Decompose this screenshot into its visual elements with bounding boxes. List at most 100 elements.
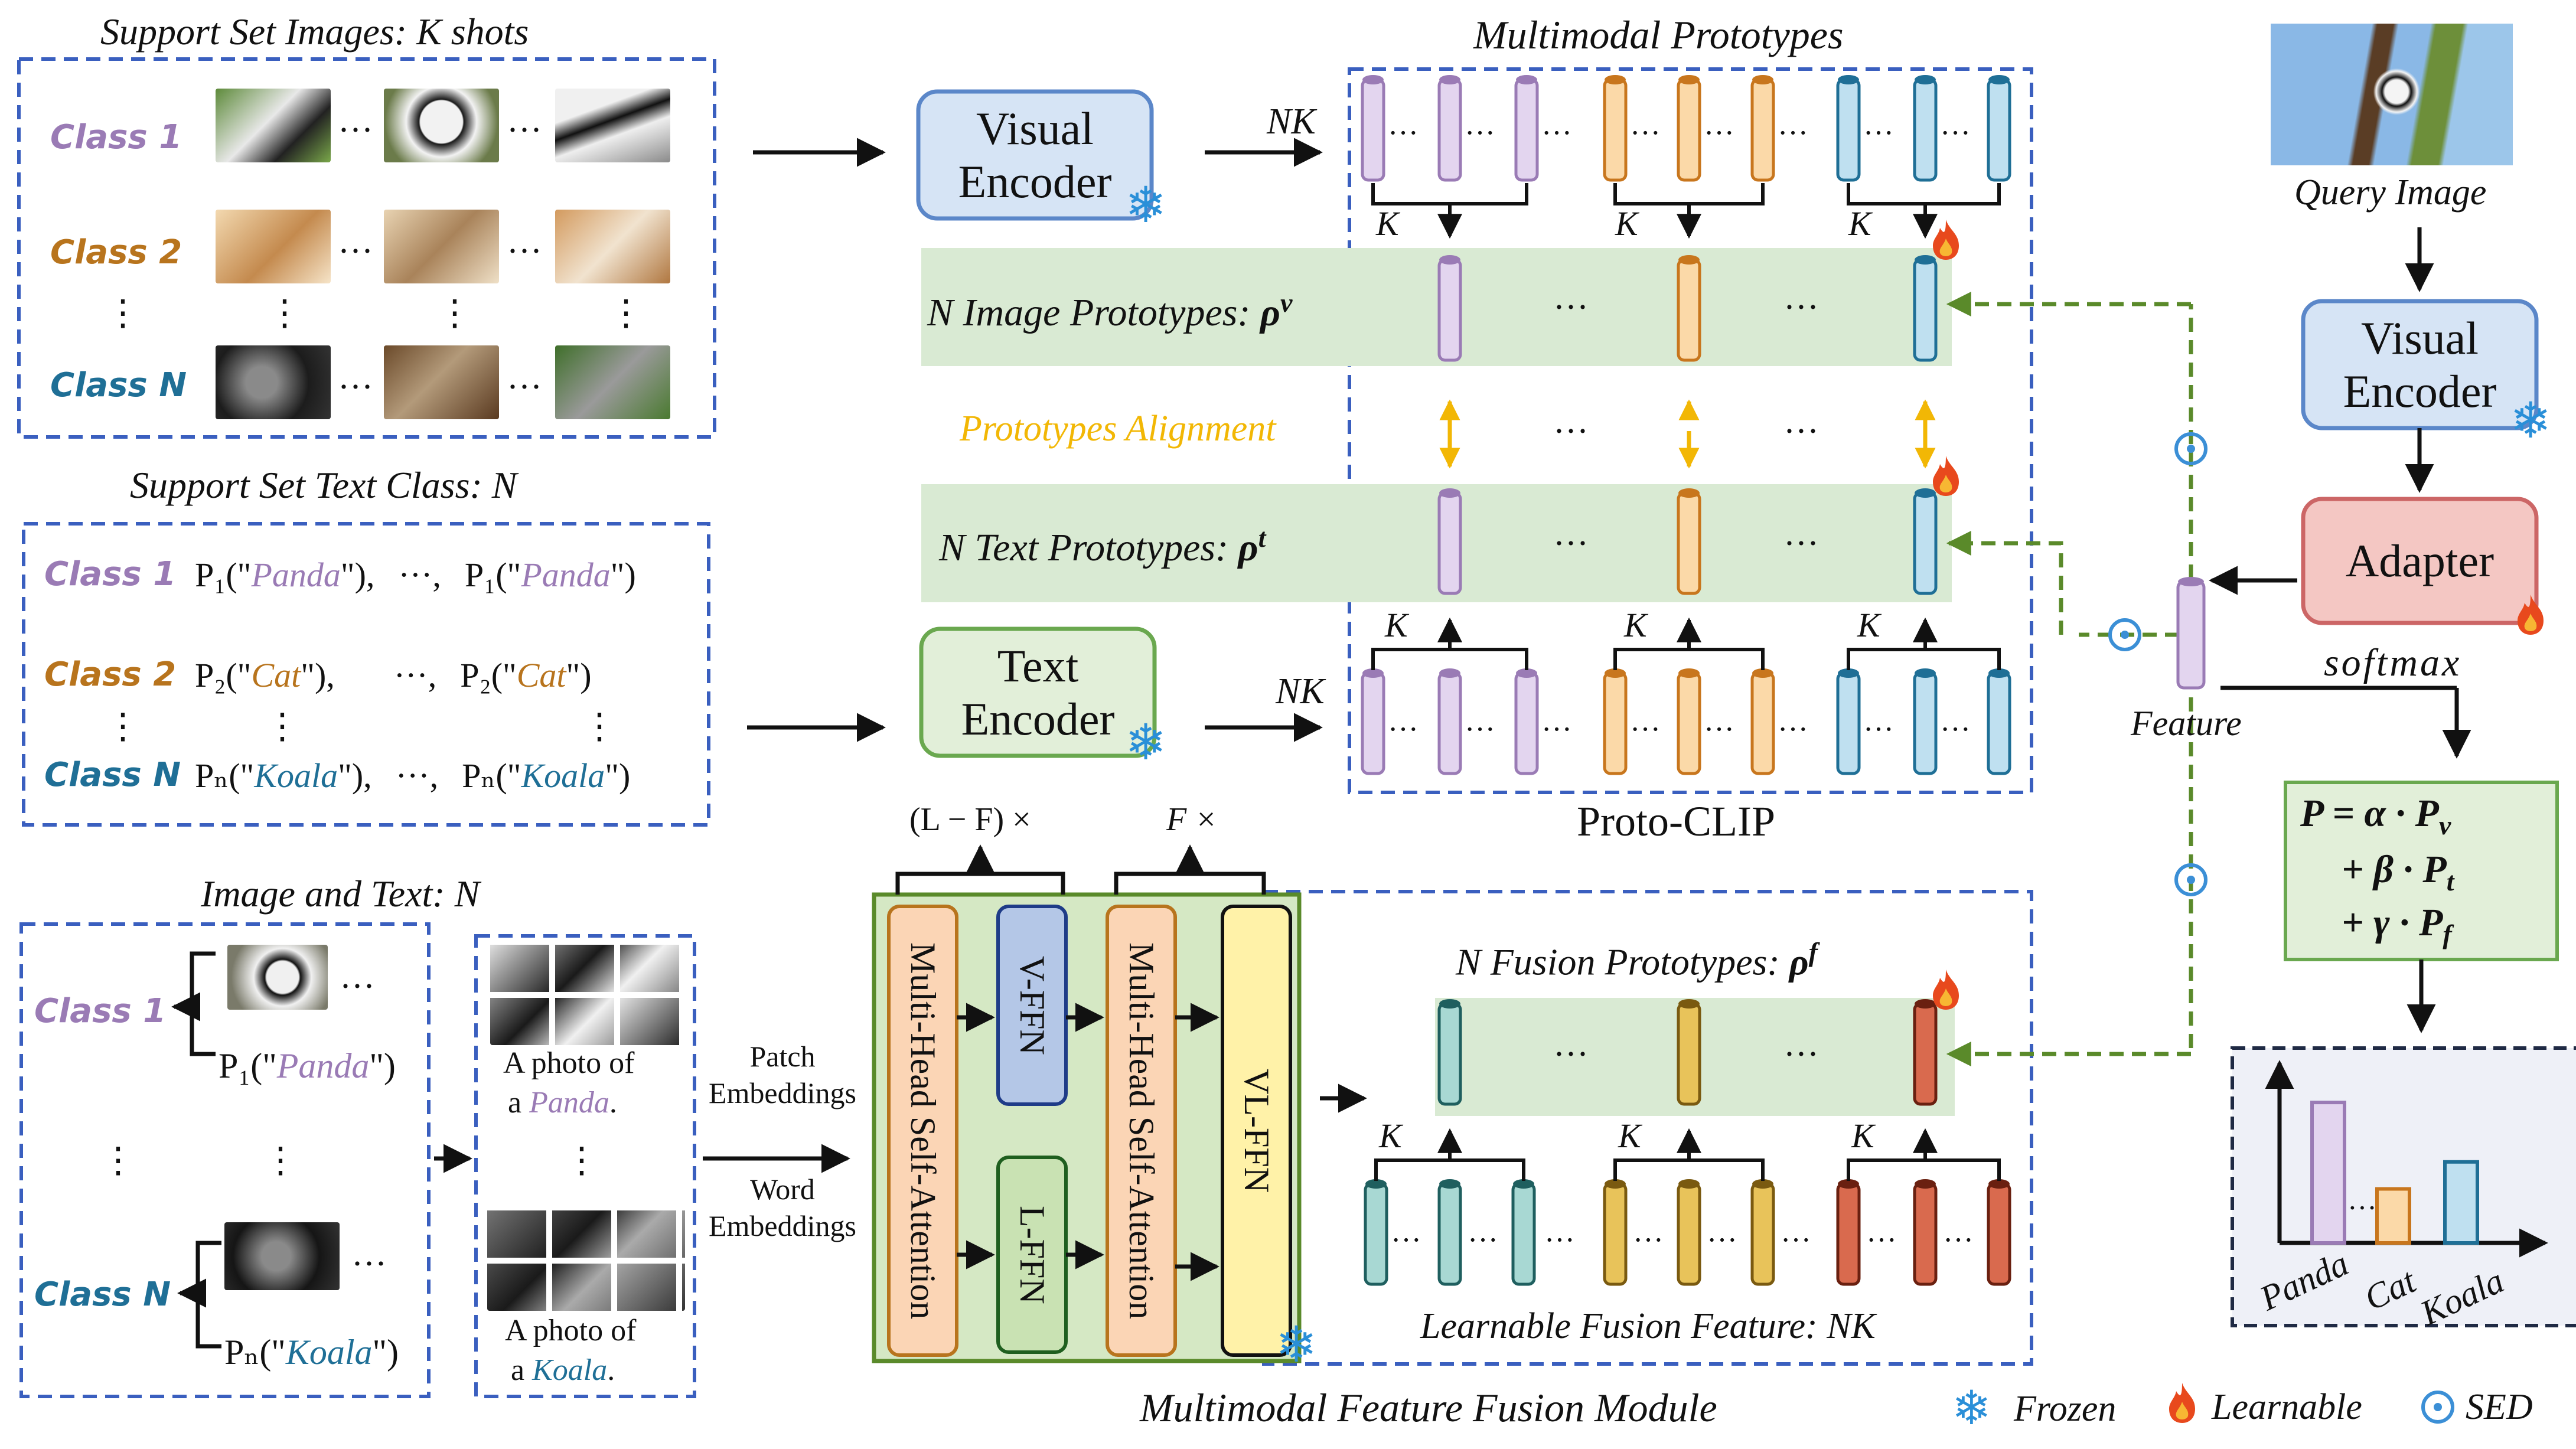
image-prototype-cylinder (1677, 258, 1701, 362)
row-dots: ··· (1544, 1223, 1575, 1257)
fire-icon (1933, 456, 1959, 496)
k-label: K (1618, 1117, 1641, 1155)
prototype-cylinders (1361, 75, 2011, 1286)
feature-vector (2176, 580, 2206, 690)
row-dots: ··· (1391, 1223, 1421, 1257)
bar-dots: ··· (2347, 1191, 2377, 1224)
dots-row3b: ··· (507, 367, 542, 406)
proto-dots: ··· (1553, 524, 1589, 563)
snowflake-icon: ❄ (1125, 176, 1167, 234)
query-image-label: Query Image (2294, 172, 2487, 213)
text-prototype-band (921, 484, 1952, 602)
fusion-feature-cylinder (1511, 1182, 1536, 1286)
image-prototype-cylinder-cap (1678, 255, 1700, 265)
k-bracket (1613, 1158, 1765, 1181)
mhsa-label-2: Multi-Head Self-Attention (1122, 942, 1161, 1320)
nk-label-bottom: NK (1276, 671, 1325, 712)
row-dots: ··· (1704, 116, 1734, 150)
vlffn-box (1221, 905, 1292, 1357)
panda-photo-2 (384, 89, 499, 162)
vdots-4: ⋮ (608, 293, 644, 332)
text-feature-cylinder (1913, 671, 1938, 775)
bar-cat (2375, 1187, 2411, 1245)
photo-caption-panda-1: A photo of (503, 1046, 635, 1080)
fusion-dots: ··· (1553, 1034, 1589, 1073)
row-dots: ··· (1707, 1223, 1737, 1257)
image-prototype-band (921, 248, 1952, 366)
formula-line-3: + γ · Pf (2342, 901, 2452, 950)
visual-feature-cylinder (1836, 78, 1861, 182)
row-dots: ··· (1778, 116, 1808, 150)
photo-caption-panda-2: a Panda. (508, 1086, 617, 1120)
f-repeat-label: F × (1166, 801, 1217, 838)
text-feature-cylinder-cap (1988, 668, 2010, 678)
visual-feature-cylinder-cap (1915, 75, 1936, 84)
prediction-bars (2310, 1101, 2479, 1245)
nk-label-top: NK (1267, 102, 1316, 142)
lf-repeat-label: (L − F) × (909, 801, 1031, 838)
learnable-fusion-feature-label: Learnable Fusion Feature: NK (1420, 1306, 1876, 1346)
proto-dots: ··· (1783, 288, 1819, 327)
it-koala-photo (224, 1222, 340, 1290)
koala-photo-1 (216, 345, 331, 419)
support-class-n: Class N (50, 366, 187, 404)
adapter-label: Adapter (2345, 535, 2495, 587)
formula-box (2284, 781, 2559, 961)
legend-learnable-icon (2169, 1383, 2195, 1423)
row-dots: ··· (1781, 1223, 1811, 1257)
formula-line-1: P = α · Pv (2300, 792, 2451, 841)
visual-feature-cylinder-cap (1988, 75, 2010, 84)
text-prototype-cylinder (1437, 491, 1462, 595)
visual-feature-cylinder-cap (1678, 75, 1700, 84)
legend-frozen-icon: ❄ (1952, 1381, 1992, 1435)
visual-feature-cylinder (1677, 78, 1701, 182)
fusion-feature-cylinder-cap (1365, 1179, 1387, 1189)
text-feature-cylinder (1677, 671, 1701, 775)
proto-clip-label: Proto-CLIP (1577, 798, 1776, 845)
text-feature-cylinder (1987, 671, 2011, 775)
visual-feature-cylinder (1913, 78, 1938, 182)
row-dots: ··· (1630, 713, 1661, 746)
k-bracket (1374, 1158, 1525, 1181)
row-dots: ··· (1468, 1223, 1498, 1257)
fusion-feature-cylinder-cap (1678, 1179, 1700, 1189)
legend-sed-icon (2421, 1391, 2454, 1424)
text-prompt-row: P₁("Panda"),···,P₁("Panda") (195, 556, 636, 594)
text-prompt-row: P₂("Cat"),···,P₂("Cat") (195, 656, 592, 694)
adapter-box (2301, 497, 2539, 625)
k-bracket (1847, 1158, 2001, 1181)
k-label: K (1857, 606, 1880, 644)
row-dots: ··· (1541, 116, 1572, 150)
image-prototype-cylinder-cap (1439, 255, 1460, 265)
k-bracket (1613, 183, 1765, 205)
black-arrows (171, 138, 2471, 1349)
legend-learnable-label: Learnable (2212, 1387, 2362, 1427)
text-feature-cylinder-cap (1752, 668, 1773, 678)
softmax-label: softmax (2324, 641, 2462, 684)
row-dots: ··· (1863, 713, 1894, 746)
it-prompt-n: Pₙ("Koala") (224, 1333, 399, 1372)
it-dots-1: ··· (340, 967, 375, 1006)
support-images-frame (17, 57, 716, 439)
snowflake-icon: ❄ (2510, 391, 2552, 449)
sed-icon (2174, 863, 2207, 896)
it-vdots-3: ⋮ (564, 1141, 599, 1180)
visual-feature-cylinder (1514, 78, 1539, 182)
vffn-box (996, 905, 1068, 1106)
prototypes-frame (1348, 67, 2033, 794)
visual-feature-cylinder (1987, 78, 2011, 182)
image-prototype-cylinder (1913, 258, 1938, 362)
legend-frozen-label: Frozen (2014, 1389, 2117, 1429)
it-vdots-1: ⋮ (100, 1141, 136, 1180)
row-dots: ··· (1940, 116, 1971, 150)
k-label: K (1851, 1117, 1874, 1155)
k-brackets (1371, 183, 2001, 1181)
row-dots: ··· (1866, 1223, 1897, 1257)
snowflake-icon: ❄ (1276, 1316, 1318, 1373)
k-label: K (1385, 606, 1408, 644)
alignment-arrows (1439, 399, 1936, 469)
fusion-feature-cylinder (1836, 1182, 1861, 1286)
text-vdots-2: ⋮ (265, 707, 300, 746)
koala-photo-3 (555, 345, 670, 419)
